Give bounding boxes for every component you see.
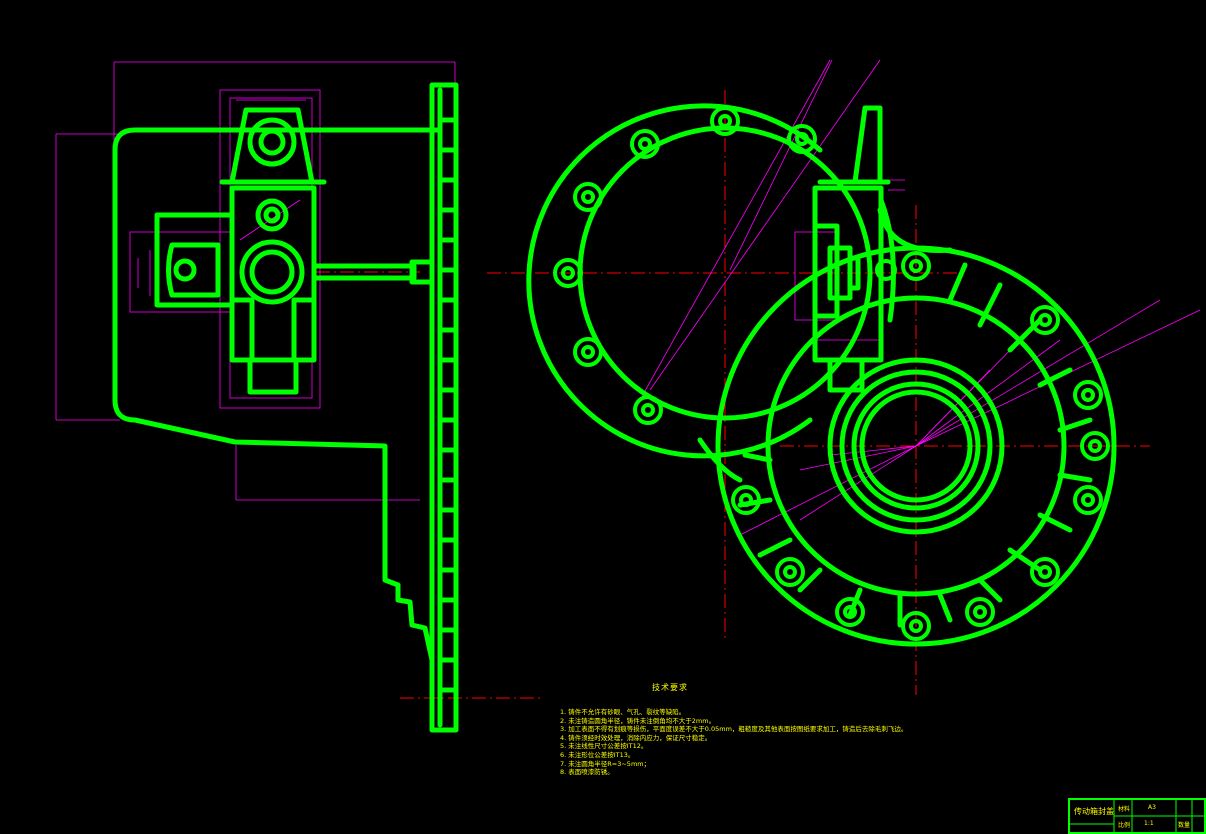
tech-requirement-item: 7. 未注圆角半径R=3~5mm； <box>560 759 651 768</box>
tech-requirement-item: 4. 铸件须经时效处理，消除内应力，保证尺寸稳定。 <box>560 733 712 742</box>
part-name: 传动箱封盖 <box>1074 807 1114 816</box>
tech-requirements-list: 1. 铸件不允许有砂眼、气孔、裂纹等缺陷。 2. 未注铸造圆角半径，铸件未注倒角… <box>560 708 907 777</box>
side-view-outline <box>112 82 459 733</box>
tech-requirement-item: 2. 未注铸造圆角半径，铸件未注倒角均不大于2mm。 <box>560 716 716 725</box>
bolt-holes <box>553 106 1110 641</box>
front-view-outline <box>526 103 1117 647</box>
tech-requirements-title: 技术要求 <box>652 683 688 692</box>
tech-requirement-item: 1. 铸件不允许有砂眼、气孔、裂纹等缺陷。 <box>560 708 686 716</box>
quantity-label: 数量 <box>1178 822 1191 829</box>
title-block-grid <box>1070 800 1206 834</box>
tech-requirement-item: 5. 未注线性尺寸公差按IT12。 <box>560 742 648 751</box>
scale-value: 1:1 <box>1144 820 1154 827</box>
material-value: A3 <box>1148 804 1156 811</box>
tech-requirement-item: 3. 加工表面不得有划痕等损伤，平面度误差不大于0.05mm，粗糙度及其他表面按… <box>560 725 908 734</box>
tech-requirement-item: 8. 表面喷漆防锈。 <box>560 768 614 777</box>
title-block: 传动箱封盖 材料 A3 比例 1:1 数量 <box>1068 798 1206 834</box>
scale-label: 比例 <box>1118 822 1131 829</box>
material-label: 材料 <box>1118 806 1131 813</box>
tech-requirement-item: 6. 未注形位公差按IT13。 <box>560 750 635 759</box>
